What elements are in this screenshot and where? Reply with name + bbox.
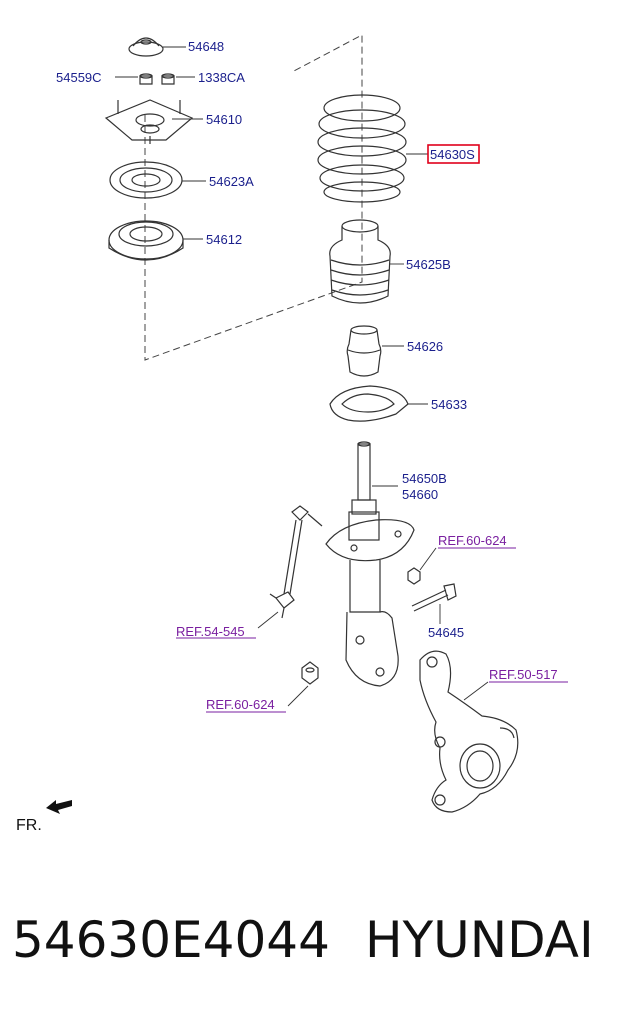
label-54625b[interactable]: 54625B <box>406 257 451 272</box>
label-54650b[interactable]: 54650B <box>402 471 447 486</box>
label-54630s[interactable]: 54630S <box>430 147 475 162</box>
strut-bolt-part <box>411 583 457 612</box>
spring-seat-part <box>109 161 183 199</box>
label-54645[interactable]: 54645 <box>428 625 464 640</box>
front-arrow-icon <box>46 800 72 814</box>
strut-mount-part <box>104 99 194 144</box>
ref-60-624-upper[interactable]: REF.60-624 <box>438 533 507 548</box>
group-outline <box>144 34 363 361</box>
dust-cap-part <box>128 37 164 57</box>
label-54633[interactable]: 54633 <box>431 397 467 412</box>
knuckle-nut-part <box>301 661 319 685</box>
label-54648[interactable]: 54648 <box>188 39 224 54</box>
label-54610[interactable]: 54610 <box>206 112 242 127</box>
dust-boot-part <box>329 219 391 304</box>
ref-54-545[interactable]: REF.54-545 <box>176 624 245 639</box>
label-54623a[interactable]: 54623A <box>209 174 254 189</box>
ref-60-624-lower[interactable]: REF.60-624 <box>206 697 275 712</box>
steering-knuckle-part <box>419 650 519 813</box>
nut-part <box>139 73 175 85</box>
stabilizer-nut-part <box>407 567 421 585</box>
bump-stopper-part <box>346 325 382 377</box>
stabilizer-link-part <box>269 505 323 619</box>
highlight-box <box>427 144 480 164</box>
spring-pad-part <box>329 385 409 422</box>
coil-spring-part <box>317 94 407 203</box>
footer: 54630E4044 HYUNDAI <box>0 900 620 980</box>
label-54612[interactable]: 54612 <box>206 232 242 247</box>
ref-50-517[interactable]: REF.50-517 <box>489 667 558 682</box>
label-54559c[interactable]: 54559C <box>56 70 102 85</box>
label-54626[interactable]: 54626 <box>407 339 443 354</box>
bearing-part <box>108 220 184 261</box>
brand-name: HYUNDAI <box>365 911 594 969</box>
label-1338ca[interactable]: 1338CA <box>198 70 245 85</box>
strut-assembly-diagram: 54648 54559C 1338CA 54610 54623A 54612 <box>16 34 568 834</box>
part-number: 54630E4044 <box>12 911 330 969</box>
label-54660[interactable]: 54660 <box>402 487 438 502</box>
strut-body-part <box>325 441 415 687</box>
front-direction-label: FR. <box>16 817 42 834</box>
